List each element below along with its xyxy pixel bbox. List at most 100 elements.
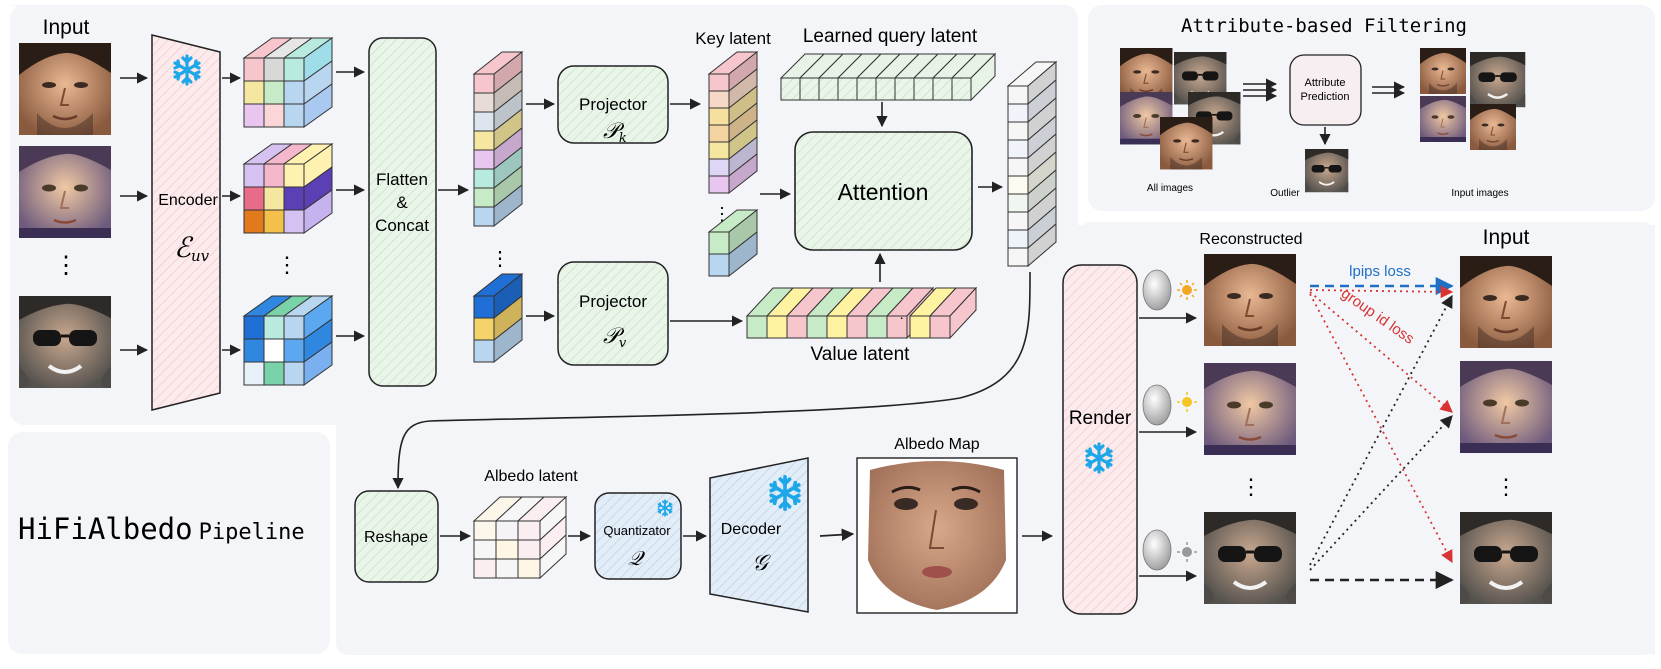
cube-cell: [283, 338, 305, 363]
cube-cell: [495, 539, 519, 560]
learned-query-latent-label: Learned query latent: [803, 26, 978, 47]
stack-cell: [1007, 247, 1029, 267]
stack-cell: [1007, 193, 1029, 213]
key-latent-stack: [707, 50, 759, 195]
cube-cell: [473, 520, 497, 541]
row-cell: [886, 315, 908, 339]
row-cell: [932, 77, 953, 101]
row-cell: [856, 77, 877, 101]
reconstructed-ellipsis: ⋮: [1240, 474, 1262, 499]
stack-cell: [708, 73, 730, 92]
row-cell: [826, 315, 848, 339]
cube-cell: [263, 103, 285, 128]
value-latent-label: Value latent: [811, 344, 911, 365]
input-right-label: Input: [1483, 226, 1530, 249]
cube-cell: [263, 186, 285, 211]
cube-cell: [263, 315, 285, 340]
stack-cell: [473, 111, 495, 132]
stack-cell: [708, 124, 730, 143]
all-images-label: All images: [1147, 183, 1193, 194]
cube-cell: [243, 186, 265, 211]
projector-k-block: [557, 65, 669, 144]
stack-cell: [1007, 211, 1029, 231]
stack-cell: [473, 149, 495, 170]
reconstructed-face-3: [1202, 510, 1298, 606]
flatten-label-2: &: [396, 193, 408, 212]
row-cell: [786, 315, 808, 339]
row-cell: [909, 315, 931, 339]
render-panel: [1079, 222, 1655, 472]
cube-cell: [243, 315, 265, 340]
stack-cell: [708, 158, 730, 177]
reconstructed-face-2: [1202, 361, 1298, 457]
stack-cell: [708, 253, 730, 277]
key-latent-label: Key latent: [695, 29, 771, 48]
quantizator-label: Quantizator: [603, 523, 671, 538]
reconstructed-face-1: [1202, 252, 1298, 348]
cube-cell: [495, 520, 519, 541]
outlier-label: Outlier: [1270, 188, 1300, 199]
left-ellipsis: ⋮: [54, 252, 78, 279]
quantizator-symbol: 𝒬: [628, 546, 646, 570]
stack-ellipsis: ⋮: [490, 248, 510, 270]
stack-cell: [473, 317, 495, 341]
reconstructed-label: Reconstructed: [1199, 231, 1302, 248]
sun-icon: [1177, 280, 1197, 562]
stack-cell: [473, 187, 495, 208]
attribute-prediction-block: [1289, 54, 1362, 126]
row-cell: [846, 315, 868, 339]
row-cell: [894, 77, 915, 101]
target-ellipsis: ⋮: [1495, 474, 1517, 499]
cube-cell: [283, 361, 305, 386]
face-mesh-icon: [1142, 269, 1172, 571]
stack-cell: [1007, 175, 1029, 195]
title-panel: [8, 432, 330, 654]
group-id-cross-arrows: [1309, 294, 1453, 571]
cube-cell: [283, 163, 305, 188]
target-face-3: [1458, 510, 1554, 606]
stack-cell: [708, 107, 730, 126]
encoder-symbol: ℰuv: [174, 231, 210, 265]
stack-cell: [1007, 103, 1029, 123]
target-face-2: [1458, 359, 1554, 455]
cube-cell: [243, 163, 265, 188]
stack-cell: [1007, 157, 1029, 177]
albedo-latent-cube: [472, 495, 568, 580]
row-cell: [929, 315, 951, 339]
decoder-label: Decoder: [721, 521, 782, 538]
cube-cell: [263, 209, 285, 234]
cube-cell: [517, 520, 541, 541]
input-face-3: [17, 294, 113, 390]
cube-cell: [243, 361, 265, 386]
outlier-face: [1304, 148, 1350, 194]
attention-block: [794, 131, 973, 251]
flatten-label-3: Concat: [375, 216, 429, 235]
cube-cell: [263, 163, 285, 188]
cube-cell: [283, 103, 305, 128]
stack-cell: [1007, 85, 1029, 105]
stack-cell: [473, 168, 495, 189]
attention-output-stack: [1006, 60, 1058, 268]
attribute-prediction-label-1: Attribute: [1305, 77, 1346, 89]
learned-query-row: [779, 52, 997, 102]
stack-cell: [473, 92, 495, 113]
cube-cell: [283, 186, 305, 211]
render-label: Render: [1069, 408, 1132, 429]
render-block: [1062, 264, 1138, 615]
row-cell: [746, 315, 768, 339]
cube-cell: [495, 558, 519, 579]
cube-cell: [263, 80, 285, 105]
cube-cell: [263, 361, 285, 386]
row-cell: [806, 315, 828, 339]
cube-cell: [283, 209, 305, 234]
albedo-map-image: [856, 457, 1018, 614]
row-cell: [766, 315, 788, 339]
decoder-symbol: 𝒢: [752, 551, 771, 576]
cube-cell: [283, 80, 305, 105]
quantizator-block: [594, 492, 682, 580]
stack-cell: [473, 206, 495, 227]
cube-cell: [243, 57, 265, 82]
cube-cell: [243, 209, 265, 234]
